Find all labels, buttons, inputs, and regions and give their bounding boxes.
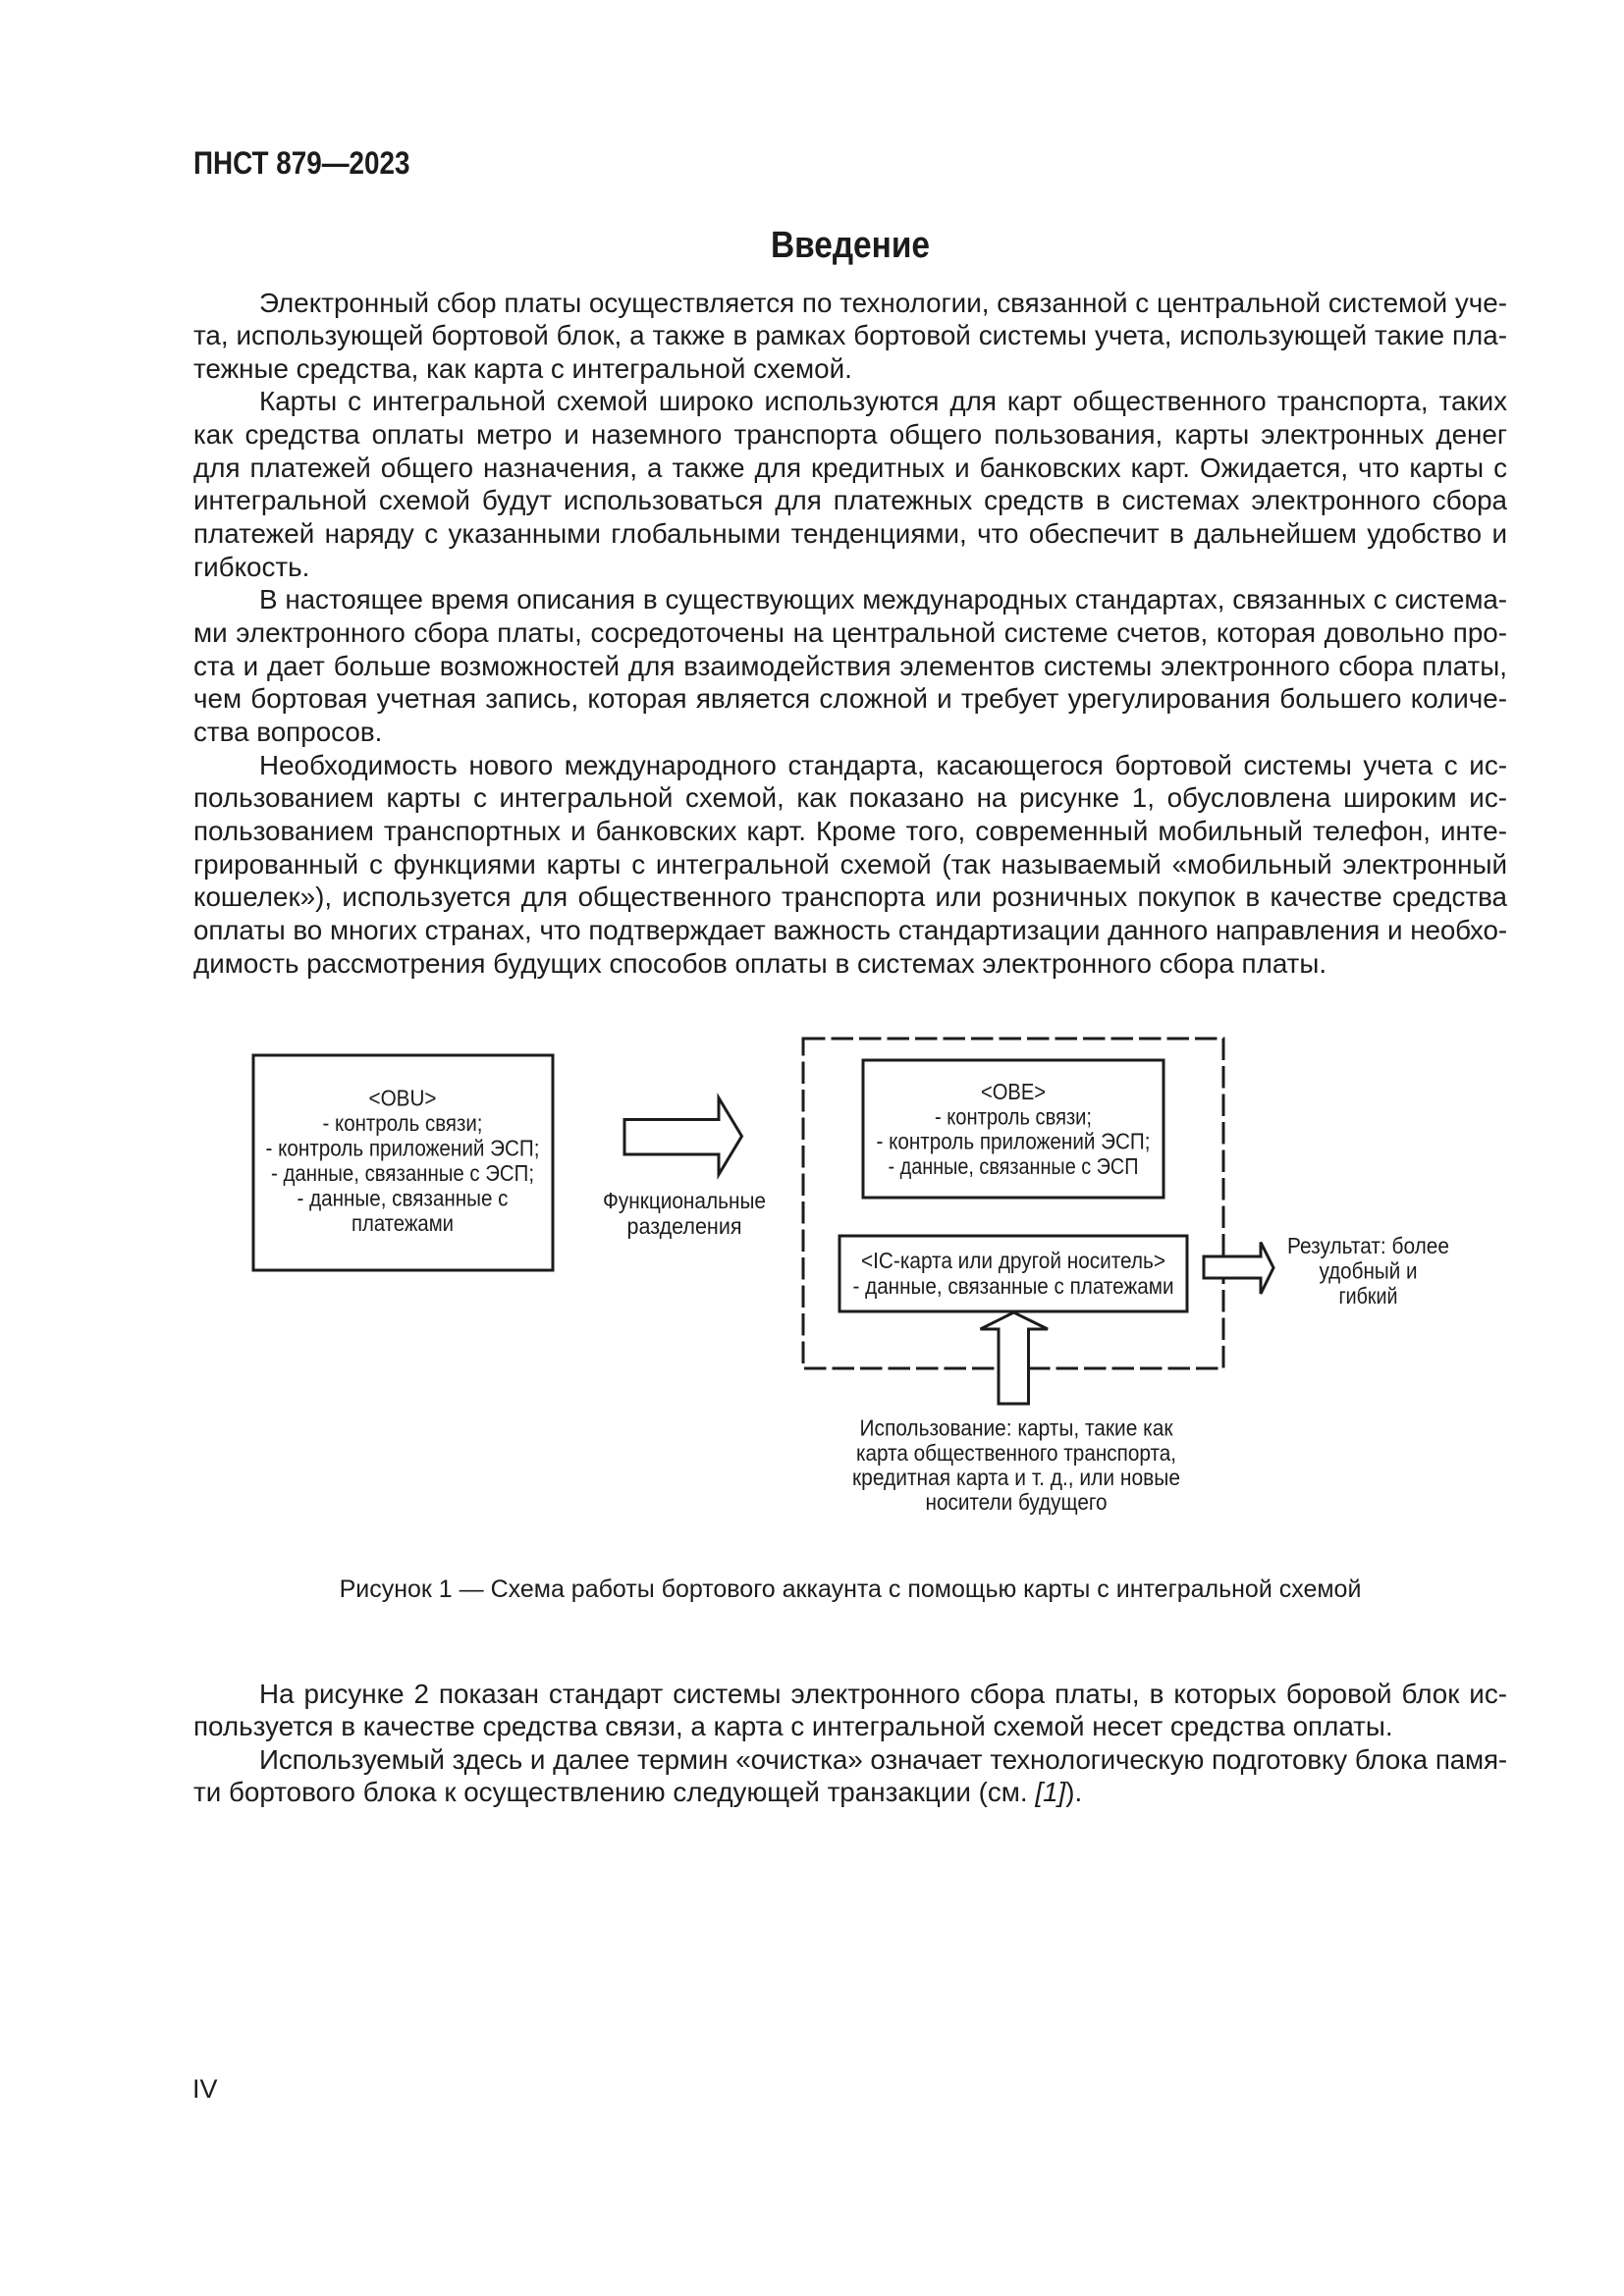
svg-text:<OBE>: <OBE> [981,1079,1046,1104]
svg-text:<IC-карта или другой носитель>: <IC-карта или другой носитель> [861,1248,1165,1273]
svg-text:- контроль приложений ЭСП;: - контроль приложений ЭСП; [266,1136,540,1161]
svg-text:карта общественного транспорта: карта общественного транспорта, [856,1440,1176,1466]
svg-text:разделения: разделения [627,1213,742,1239]
svg-text:<OBU>: <OBU> [369,1086,437,1111]
svg-text:- контроль приложений ЭСП;: - контроль приложений ЭСП; [877,1129,1151,1154]
svg-text:Использование: карты, такие ка: Использование: карты, такие как [860,1415,1174,1441]
svg-text:- данные, связанные с ЭСП: - данные, связанные с ЭСП [889,1153,1139,1179]
svg-text:носители будущего: носители будущего [926,1489,1108,1515]
svg-text:- контроль связи;: - контроль связи; [323,1110,483,1136]
svg-text:кредитная карта и т. д., или н: кредитная карта и т. д., или новые [852,1465,1180,1490]
svg-text:- контроль связи;: - контроль связи; [935,1103,1092,1129]
svg-text:платежами: платежами [352,1210,454,1236]
svg-text:гибкий: гибкий [1339,1283,1398,1308]
svg-text:удобный и: удобный и [1320,1258,1418,1284]
svg-text:- данные, связанные с платежам: - данные, связанные с платежами [853,1273,1174,1299]
svg-text:Функциональные: Функциональные [603,1188,766,1213]
svg-text:- данные, связанные с: - данные, связанные с [298,1186,509,1211]
svg-text:- данные, связанные с ЭСП;: - данные, связанные с ЭСП; [271,1160,534,1186]
svg-text:Результат: более: Результат: более [1287,1233,1449,1258]
